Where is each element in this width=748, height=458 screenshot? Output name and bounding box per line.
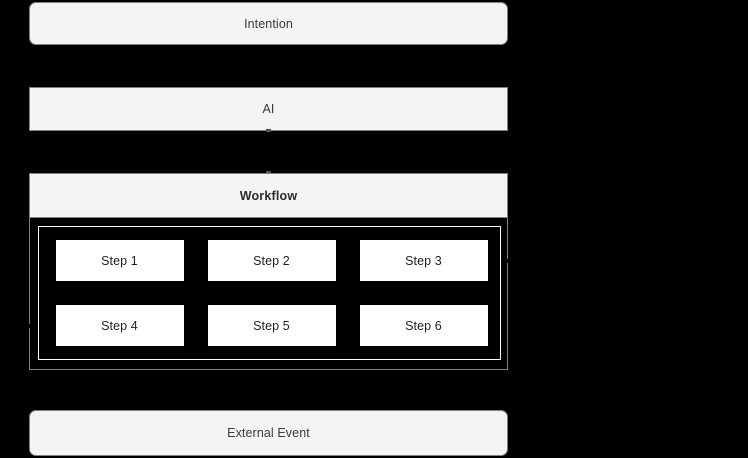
step-box-6[interactable]: Step 6 <box>359 305 488 346</box>
workflow-container[interactable]: Workflow Step 1 Step 2 Step 3 Step 4 <box>28 173 509 370</box>
step-box-3[interactable]: Step 3 <box>359 240 488 281</box>
step-box-5[interactable]: Step 5 <box>207 305 336 346</box>
workflow-right-attach-tick <box>506 259 509 263</box>
lane-ai[interactable]: AI <box>29 87 508 131</box>
lane-ai-label: AI <box>262 102 275 116</box>
step-box-6-label: Step 6 <box>405 318 442 333</box>
step-box-2[interactable]: Step 2 <box>207 240 336 281</box>
step-box-2-label: Step 2 <box>253 253 290 268</box>
workflow-left-attach-tick <box>28 324 31 328</box>
step-box-4[interactable]: Step 4 <box>55 305 184 346</box>
lane-external-event-label: External Event <box>227 426 310 440</box>
connector-stub-ai-bottom <box>266 129 271 132</box>
step-box-4-label: Step 4 <box>101 318 138 333</box>
workflow-steps-grid: Step 1 Step 2 Step 3 Step 4 Step 5 Step … <box>39 227 500 359</box>
workflow-header: Workflow <box>30 174 507 218</box>
step-box-1-label: Step 1 <box>101 253 138 268</box>
lane-external-event[interactable]: External Event <box>29 410 508 456</box>
connector-stub-workflow-top <box>266 171 271 174</box>
workflow-steps-panel: Step 1 Step 2 Step 3 Step 4 Step 5 Step … <box>38 226 501 360</box>
lane-intention-label: Intention <box>244 16 293 31</box>
lane-intention[interactable]: Intention <box>29 2 508 45</box>
workflow-title: Workflow <box>239 188 298 203</box>
step-box-3-label: Step 3 <box>405 253 442 268</box>
step-box-5-label: Step 5 <box>253 318 290 333</box>
step-box-1[interactable]: Step 1 <box>55 240 184 281</box>
